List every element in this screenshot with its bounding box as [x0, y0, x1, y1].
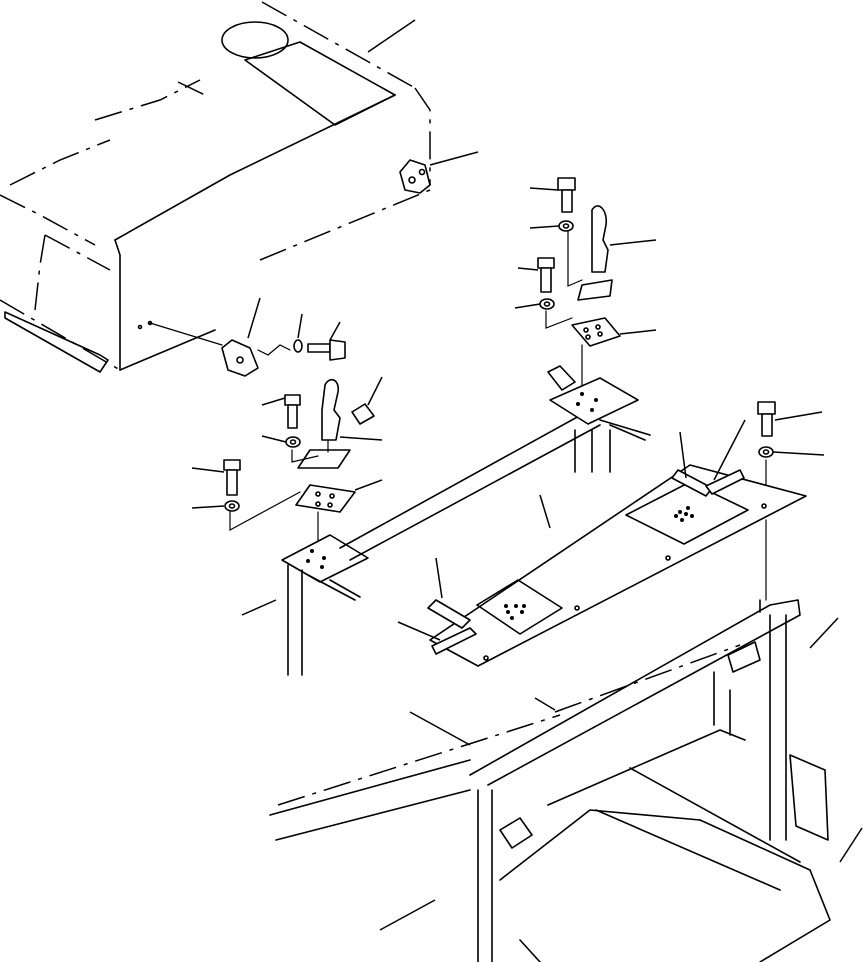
left-frame	[288, 410, 650, 675]
lower-frame	[270, 600, 830, 962]
hood-latch-bracket	[150, 160, 430, 376]
callout-leaders	[192, 20, 862, 930]
floor-plate	[428, 465, 806, 666]
left-hardware	[224, 340, 374, 582]
right-hardware	[538, 178, 638, 472]
hood-cover	[0, 2, 430, 372]
